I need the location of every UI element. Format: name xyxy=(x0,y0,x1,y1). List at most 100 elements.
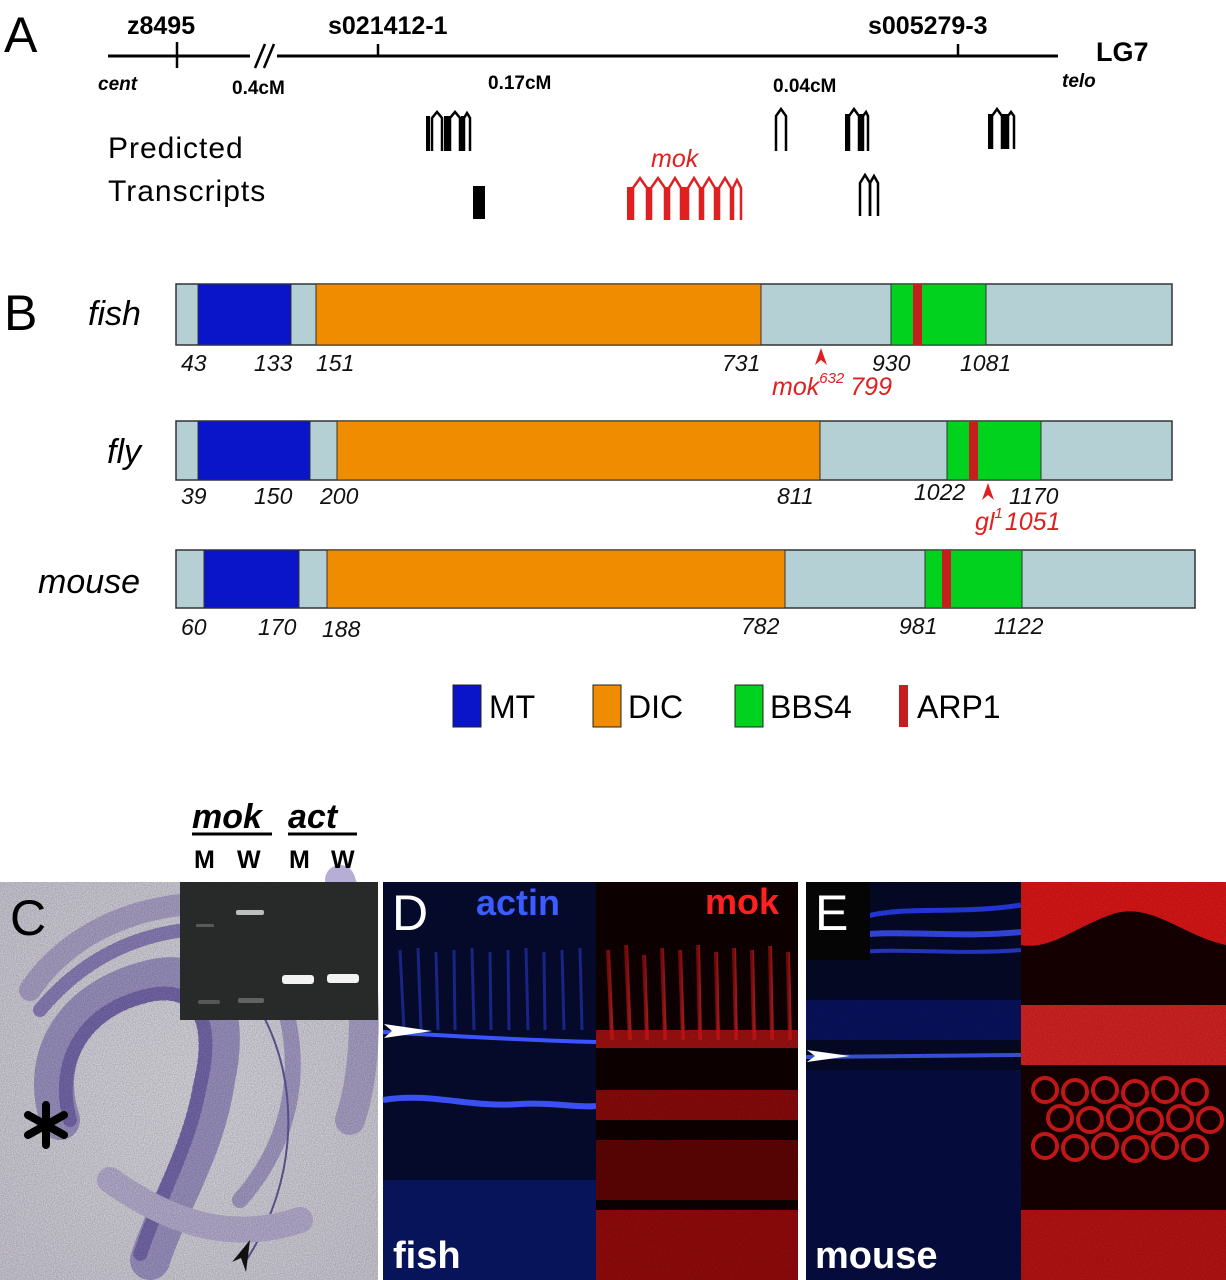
panel-b-letter: B xyxy=(4,285,37,341)
marker-s021412: s021412-1 xyxy=(328,12,448,40)
mouse-pos-1122: 1122 xyxy=(994,613,1044,639)
panel-c-letter: C xyxy=(10,890,46,946)
fish-pos-731: 731 xyxy=(722,350,760,376)
domain-legend: MT DIC BBS4 ARP1 xyxy=(452,684,1001,728)
gel-band-act-m xyxy=(282,975,314,984)
mouse-mt-domain xyxy=(203,549,300,609)
fly-pos-1170: 1170 xyxy=(1009,483,1059,509)
mouse-bbs4-domain xyxy=(924,549,1023,609)
fish-mutation-arrow-icon xyxy=(815,348,827,365)
mouse-species-label: mouse xyxy=(815,1235,937,1277)
fish-mt-domain xyxy=(197,283,292,346)
fish-pos-1081: 1081 xyxy=(960,350,1011,376)
asterisk-icon xyxy=(24,1101,68,1149)
panel-d-letter: D xyxy=(392,885,428,941)
fish-bbs4-domain xyxy=(890,283,987,346)
panel-a: A z8495 s021412-1 s005279-3 cent 0.4cM 0… xyxy=(4,7,1149,220)
transcript-6 xyxy=(858,172,880,216)
transcript-1 xyxy=(426,110,472,151)
marker-s005279: s005279-3 xyxy=(868,12,988,40)
panel-e: E mouse xyxy=(805,882,1226,1280)
legend-dic-swatch xyxy=(592,684,622,728)
legend-arp1-label: ARP1 xyxy=(917,689,1001,725)
fish-pos-930: 930 xyxy=(872,350,911,376)
fish-mok-texture xyxy=(596,882,798,1280)
transcript-4 xyxy=(845,106,870,151)
panel-e-letter-bg xyxy=(806,882,870,960)
break-mark-2 xyxy=(262,43,276,69)
mouse-pos-782: 782 xyxy=(741,613,780,639)
arrowhead-icon xyxy=(232,1240,250,1272)
gel-header-act: act xyxy=(288,798,339,836)
mouse-label: mouse xyxy=(38,563,140,601)
gel-primer-dimer-2 xyxy=(238,998,264,1003)
gel-lane-w2: W xyxy=(331,846,355,874)
fly-mutation-label: gl11051 xyxy=(975,505,1060,536)
gel-primer-dimer-1 xyxy=(198,1000,220,1004)
mouse-pos-170: 170 xyxy=(258,614,297,640)
distance-0-17: 0.17cM xyxy=(488,73,551,94)
fly-bbs4-domain xyxy=(946,420,1042,481)
panel-a-letter: A xyxy=(4,7,38,63)
fly-label: fly xyxy=(107,433,143,471)
fly-pos-150: 150 xyxy=(254,483,293,509)
fly-pos-39: 39 xyxy=(181,483,207,509)
gel-lane-m1: M xyxy=(194,846,215,874)
mok-transcript xyxy=(627,175,743,220)
gel-inset: mok act M W M W xyxy=(180,798,378,1020)
fish-actin-band-2 xyxy=(382,1094,597,1110)
transcript-3 xyxy=(774,106,788,151)
mouse-arp1-mark xyxy=(942,550,951,608)
panel-c: C mok act M W M W xyxy=(0,798,379,1280)
mouse-protein: mouse 60 170 188 782 981 1122 xyxy=(38,549,1196,642)
fly-dic-domain xyxy=(336,420,821,481)
legend-mt-label: MT xyxy=(489,689,535,725)
fish-dic-domain xyxy=(315,283,762,346)
fly-mutation-arrow-icon xyxy=(982,483,994,500)
predicted-label: Predicted xyxy=(108,132,244,165)
marker-z8495: z8495 xyxy=(127,12,195,40)
gel-smear xyxy=(180,882,378,1020)
legend-mt-swatch xyxy=(452,684,482,728)
break-mark-1 xyxy=(253,43,267,69)
gel-lane-m2: M xyxy=(289,846,310,874)
legend-arp1-swatch xyxy=(899,685,908,727)
legend-dic-label: DIC xyxy=(628,689,683,725)
mouse-pos-60: 60 xyxy=(181,614,207,640)
fish-actin-glow xyxy=(383,1180,596,1280)
gel-lane-w1: W xyxy=(237,846,261,874)
gel-header-mok: mok xyxy=(192,798,264,836)
legend-bbs4-swatch xyxy=(734,684,764,728)
fly-protein: fly 39 150 200 811 1022 1170 gl11051 xyxy=(107,420,1173,536)
telo-label: telo xyxy=(1062,71,1096,92)
mok-transcript-label: mok xyxy=(651,145,700,173)
mouse-arrow-icon xyxy=(807,1050,850,1062)
fish-arp1-mark xyxy=(913,284,922,345)
fish-actin-stripes xyxy=(398,947,584,1031)
mouse-pos-188: 188 xyxy=(322,616,361,642)
fly-pos-1022: 1022 xyxy=(914,479,965,505)
fish-label: fish xyxy=(88,295,141,333)
transcripts-label: Transcripts xyxy=(108,175,266,208)
legend-bbs4-label: BBS4 xyxy=(770,689,852,725)
distance-0-04: 0.04cM xyxy=(773,76,836,97)
fly-pos-200: 200 xyxy=(319,483,359,509)
mok-channel-label: mok xyxy=(705,881,780,922)
transcript-2 xyxy=(473,186,485,219)
distance-0-4: 0.4cM xyxy=(232,78,285,99)
gel-band-mok-faint xyxy=(196,924,214,927)
mouse-pos-981: 981 xyxy=(899,613,937,639)
fish-pos-43: 43 xyxy=(181,350,207,376)
mouse-dic-domain xyxy=(326,549,786,609)
fish-species-label: fish xyxy=(393,1235,461,1277)
linkage-group-label: LG7 xyxy=(1096,37,1149,67)
fly-arp1-mark xyxy=(969,421,978,480)
fish-arrow-icon xyxy=(384,1024,432,1038)
fly-mt-domain xyxy=(197,420,311,481)
panel-e-letter: E xyxy=(815,885,848,941)
cent-label: cent xyxy=(98,74,138,95)
